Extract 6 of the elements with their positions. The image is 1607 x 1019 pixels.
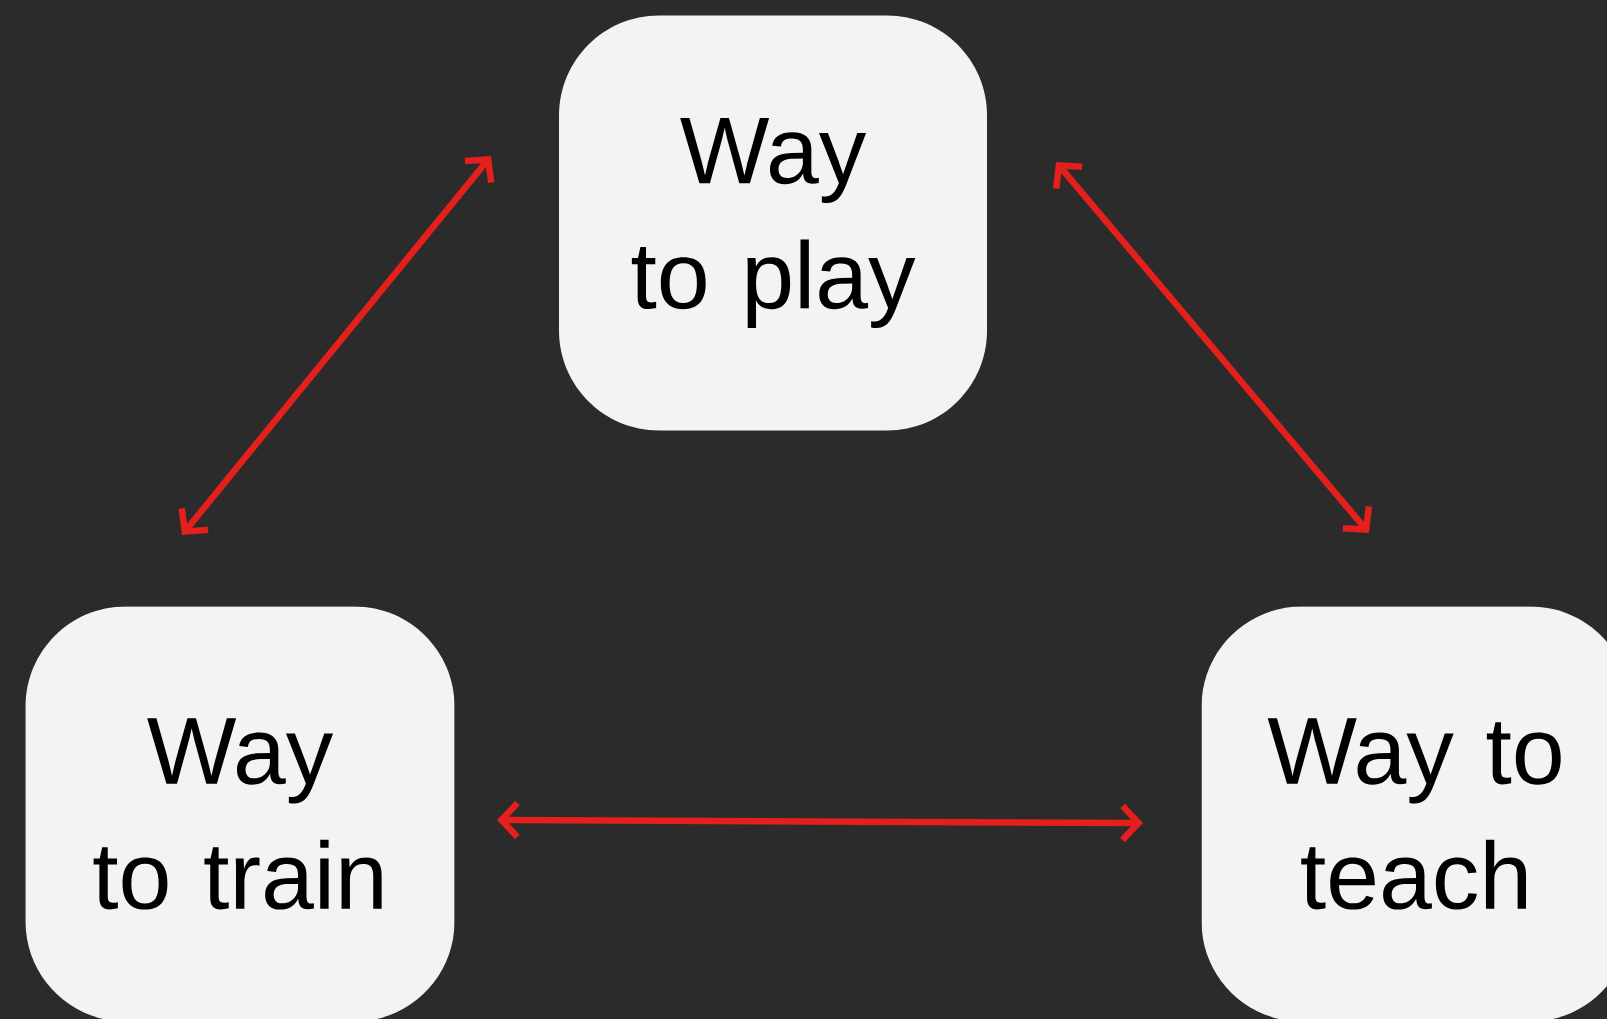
rounded-box: Way to play bbox=[559, 15, 987, 431]
double-arrow bbox=[1053, 161, 1373, 533]
double-arrow bbox=[178, 156, 495, 535]
double-arrow bbox=[497, 800, 1143, 843]
rounded-box: Way to teach bbox=[1201, 606, 1607, 1019]
rounded-box: Way to train bbox=[25, 606, 455, 1019]
